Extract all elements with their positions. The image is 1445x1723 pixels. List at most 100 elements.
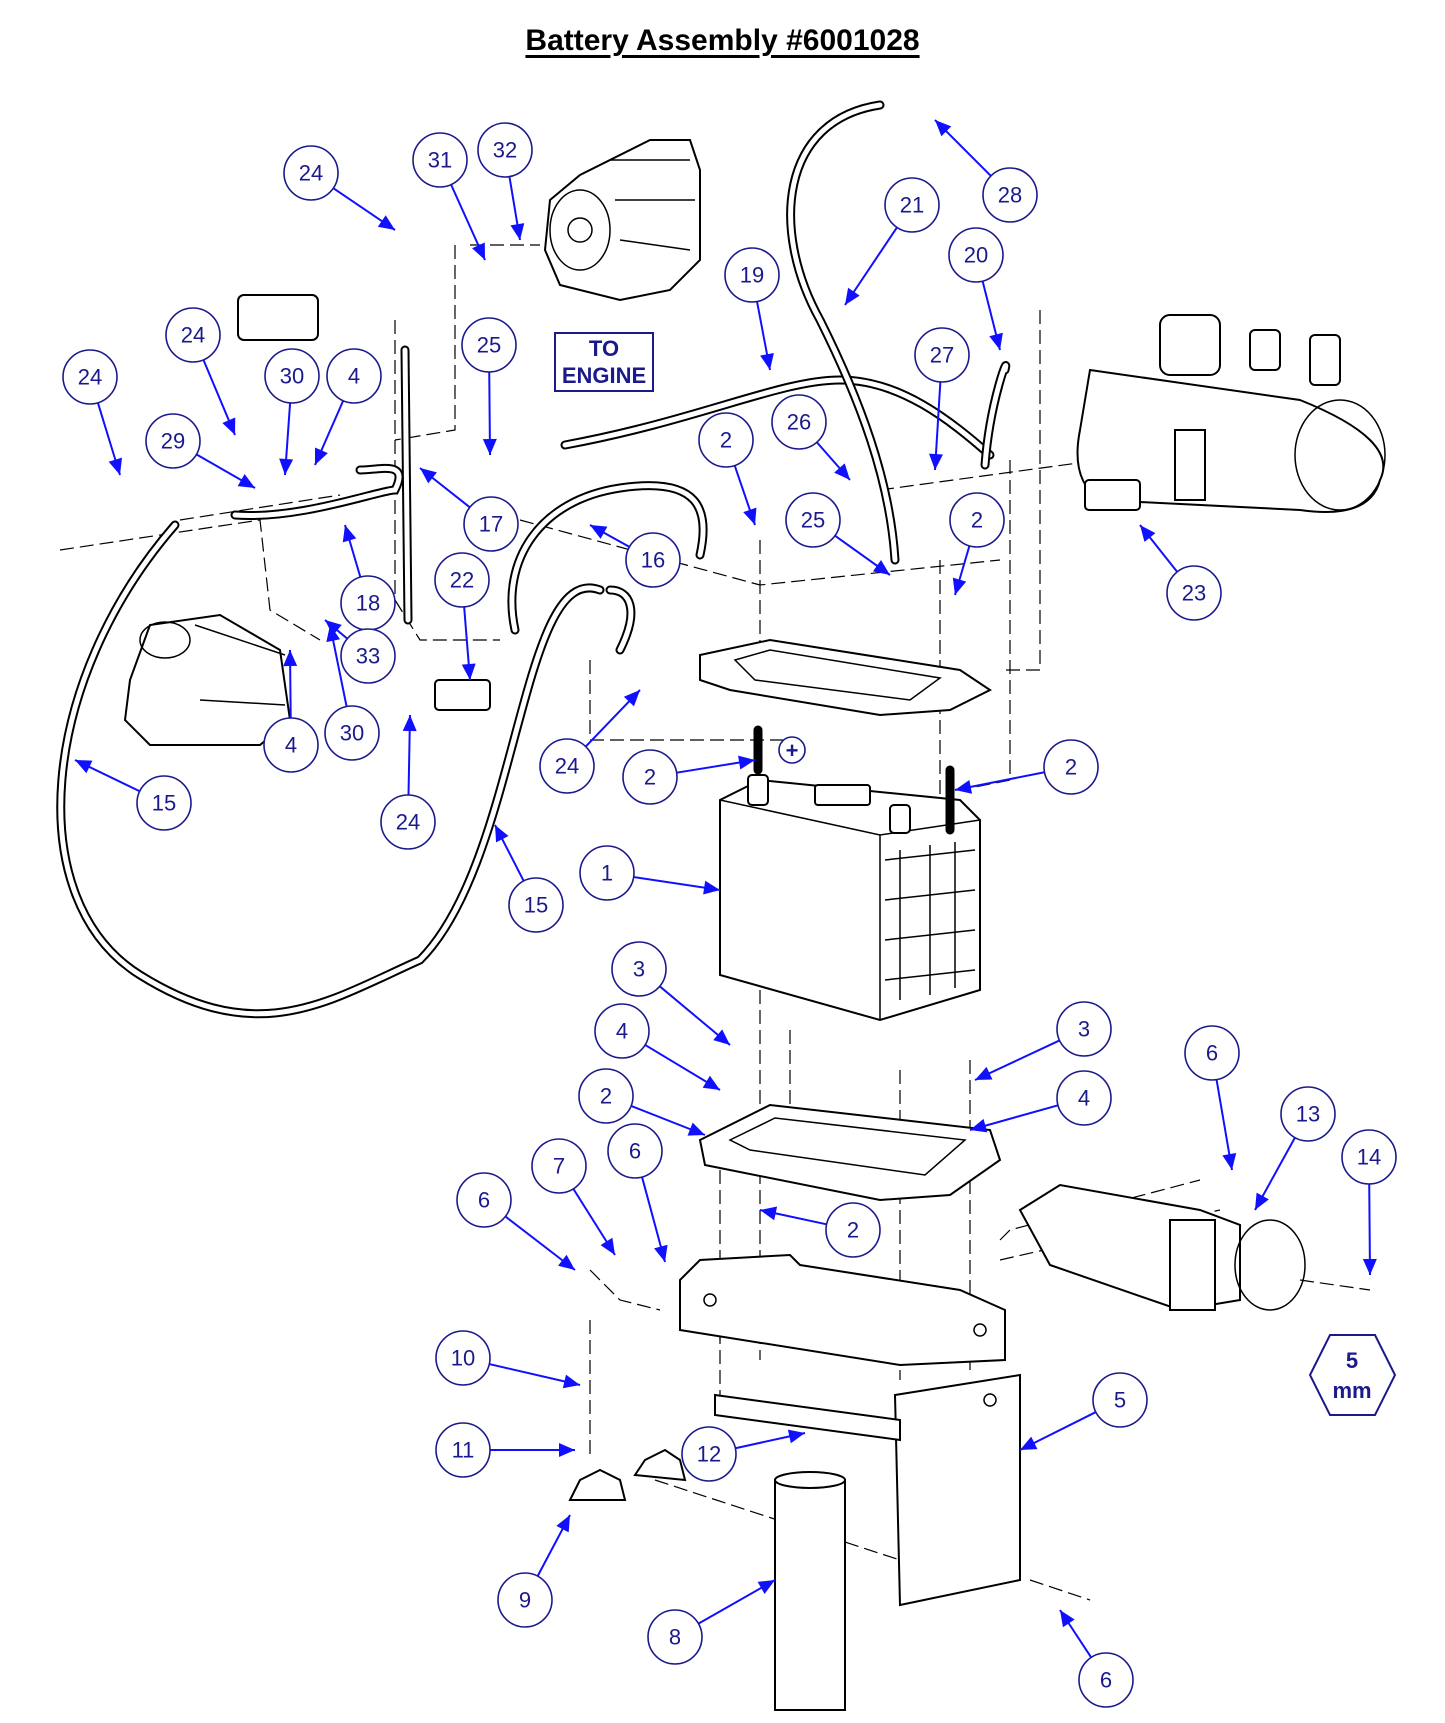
arrow-head-11 — [559, 1443, 575, 1457]
callout-32: 32 — [477, 122, 533, 178]
positive-marker: + — [778, 736, 806, 764]
callout-circle — [771, 394, 827, 450]
arrow-head-1 — [703, 880, 720, 895]
small-components — [237, 294, 1141, 711]
callout-circle — [625, 532, 681, 588]
callout-circle — [825, 1202, 881, 1258]
arrow-head-8 — [757, 1580, 775, 1595]
callout-4: 4 — [326, 348, 382, 404]
callout-20: 20 — [948, 227, 1004, 283]
mounting-bracket — [679, 1253, 1021, 1607]
callout-8: 8 — [647, 1609, 703, 1665]
callout-circle — [948, 227, 1004, 283]
callout-number: 4 — [616, 1019, 628, 1044]
callout-2: 2 — [949, 492, 1005, 548]
callout-24: 24 — [539, 738, 595, 794]
callout-2: 2 — [825, 1202, 881, 1258]
to-engine-line2: ENGINE — [562, 363, 646, 388]
post-tube — [774, 1471, 846, 1711]
callout-number: 24 — [396, 810, 420, 835]
arrow-head-22 — [461, 663, 476, 680]
callout-number: 24 — [555, 754, 579, 779]
callout-number: 22 — [450, 568, 474, 593]
relay-block — [237, 294, 319, 341]
hex-size-unit: mm — [1332, 1378, 1371, 1403]
callout-number: 16 — [641, 548, 665, 573]
callout-circle — [579, 845, 635, 901]
hex-size-number: 5 — [1346, 1348, 1358, 1373]
callout-6: 6 — [456, 1172, 512, 1228]
callout-10: 10 — [435, 1330, 491, 1386]
arrow-head-24 — [623, 690, 640, 707]
callout-number: 25 — [801, 508, 825, 533]
callout-number: 24 — [299, 161, 323, 186]
callout-circle — [434, 552, 490, 608]
callout-26: 26 — [771, 394, 827, 450]
callout-circle — [340, 628, 396, 684]
terminal-boot-22 — [434, 679, 491, 711]
callout-circle — [647, 1609, 703, 1665]
callout-3: 3 — [1056, 1001, 1112, 1057]
callout-24: 24 — [62, 349, 118, 405]
callout-number: 24 — [181, 323, 205, 348]
starter-motor — [123, 613, 292, 746]
saddle-clamps — [568, 1448, 687, 1501]
arrow-head-32 — [510, 223, 525, 240]
positive-sign: + — [786, 738, 799, 763]
callout-number: 2 — [847, 1218, 859, 1243]
callout-circle — [508, 877, 564, 933]
callout-18: 18 — [340, 575, 396, 631]
callout-circle — [324, 705, 380, 761]
arrow-head-24 — [222, 417, 236, 435]
arrow-head-2 — [687, 1122, 705, 1136]
callout-circle — [698, 412, 754, 468]
callout-2: 2 — [698, 412, 754, 468]
callout-9: 9 — [497, 1572, 553, 1628]
callout-number: 17 — [479, 512, 503, 537]
callout-number: 14 — [1357, 1145, 1381, 1170]
battery — [719, 725, 981, 1022]
arrow-head-2 — [952, 577, 967, 595]
arrow-head-33 — [325, 620, 342, 636]
callout-circle — [283, 145, 339, 201]
to-engine-line1: TO — [589, 336, 619, 361]
callout-number: 21 — [900, 193, 924, 218]
callout-24: 24 — [380, 794, 436, 850]
callout-number: 18 — [356, 591, 380, 616]
callout-circle — [724, 247, 780, 303]
arrow-head-16 — [590, 525, 608, 539]
battery-tray — [698, 1103, 1002, 1202]
callout-number: 2 — [720, 428, 732, 453]
callout-25: 25 — [785, 492, 841, 548]
callout-33: 33 — [340, 628, 396, 684]
hold-down-frame-top — [699, 638, 992, 717]
arrow-head-2 — [955, 780, 973, 794]
terminal-boot-23 — [1084, 479, 1141, 511]
callout-number: 9 — [519, 1588, 531, 1613]
callout-3: 3 — [611, 941, 667, 997]
arrow-head-4 — [283, 650, 298, 667]
arrow-head-25 — [872, 560, 890, 575]
callout-number: 15 — [524, 893, 548, 918]
callout-circle — [539, 738, 595, 794]
callout-number: 29 — [161, 429, 185, 454]
callout-circle — [263, 717, 319, 773]
arrow-head-15 — [495, 825, 509, 843]
callout-number: 2 — [971, 508, 983, 533]
arrow-head-12 — [787, 1429, 805, 1444]
callout-30: 30 — [264, 348, 320, 404]
callout-11: 11 — [435, 1422, 491, 1478]
callout-5: 5 — [1092, 1372, 1148, 1428]
callout-circle — [914, 327, 970, 383]
callout-number: 2 — [600, 1084, 612, 1109]
alternator — [543, 139, 701, 302]
callout-number: 6 — [478, 1188, 490, 1213]
callout-circle — [1184, 1025, 1240, 1081]
arrow-head-15 — [75, 760, 93, 774]
callout-circle — [1078, 1652, 1134, 1708]
callout-circle — [884, 177, 940, 233]
arrow-head-25 — [482, 438, 497, 455]
arrow-head-2 — [743, 507, 757, 525]
callout-4: 4 — [263, 717, 319, 773]
